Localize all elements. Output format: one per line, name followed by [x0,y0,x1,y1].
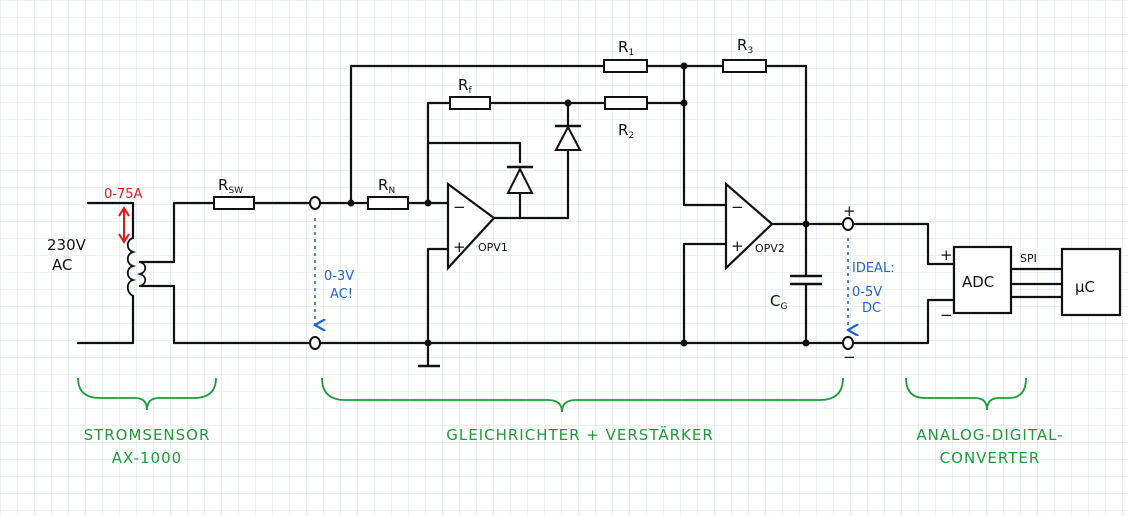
spi-label: SPI [1020,252,1037,265]
adc-box [952,245,1013,315]
current-sensor [76,201,176,345]
section-sensor-model: AX-1000 [112,449,182,467]
svg-text:+: + [453,238,466,256]
adc-plus-sign: + [940,246,953,264]
r2-label: R2 [618,121,634,141]
opamp-opv2 [724,181,774,271]
cg-label: CG [770,292,787,312]
input-voltage-range: 0-3V [324,269,354,284]
resistor-r1 [603,59,648,73]
section-sensor-title: STROMSENSOR [84,426,211,444]
opv1-label: OPV1 [478,241,508,254]
resistor-r3 [722,59,767,73]
source-type-label: AC [52,256,72,274]
output-minus-sign: − [843,348,856,366]
rsw-label: RSW [218,176,243,196]
svg-text:+: + [731,237,744,255]
section-rectifier-title: GLEICHRICHTER + VERSTÄRKER [446,425,714,444]
r3-label: R3 [737,36,753,56]
current-range-label: 0-75A [104,187,143,202]
section-adc-title-2: CONVERTER [940,449,1041,467]
svg-text:−: − [453,198,466,216]
resistor-rn [367,196,409,210]
section-braces [77,377,1027,413]
input-terminal-top [309,196,321,210]
resistor-rsw [213,196,255,210]
opv2-label: OPV2 [755,242,785,255]
rn-label: RN [378,176,395,196]
rf-label: Rf [458,76,472,96]
section-adc-title-1: ANALOG-DIGITAL- [916,426,1063,444]
resistor-rf [449,96,491,110]
output-plus-sign: + [843,202,856,220]
input-voltage-type: AC! [330,287,353,302]
output-voltage-range: 0-5V [852,285,882,300]
adc-label: ADC [962,273,994,291]
source-voltage-label: 230V [47,236,87,254]
resistor-r2 [604,96,648,110]
current-arrow [118,206,130,244]
adc-minus-sign: − [940,306,953,324]
output-voltage-type: DC [862,301,881,316]
opamp-opv1 [446,181,496,271]
rectifier-amplifier: − + − + [318,59,845,368]
output-ideal-label: IDEAL: [852,261,895,276]
input-terminal-bottom [309,336,321,350]
adc-section [851,222,1122,345]
svg-text:−: − [731,198,744,216]
r1-label: R1 [618,38,634,58]
microcontroller-label: µC [1075,278,1095,296]
microcontroller-box [1060,247,1122,317]
